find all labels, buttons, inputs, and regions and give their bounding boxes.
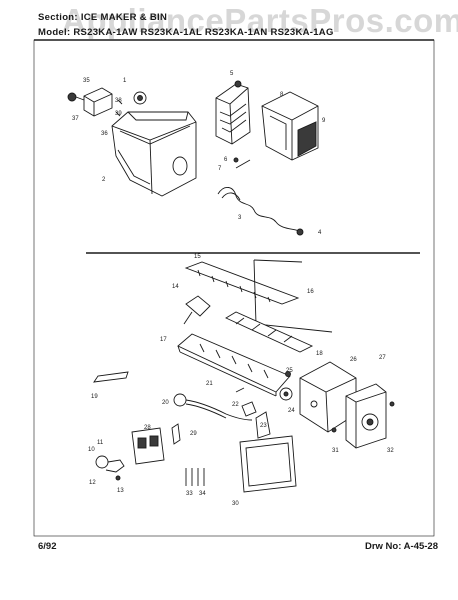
callout-1: 1 xyxy=(123,78,127,84)
callout-22: 22 xyxy=(232,402,239,408)
callout-33: 33 xyxy=(186,491,193,497)
switch-bracket-part xyxy=(131,427,165,465)
callout-38: 38 xyxy=(115,98,122,104)
callout-30: 30 xyxy=(232,501,239,507)
callout-13: 13 xyxy=(117,488,124,494)
callout-32: 32 xyxy=(387,448,394,454)
auger-motor-part xyxy=(67,87,113,117)
callout-19: 19 xyxy=(91,394,98,400)
callout-8: 8 xyxy=(280,92,284,98)
callout-9: 9 xyxy=(322,118,326,124)
callout-39: 39 xyxy=(115,111,122,117)
callout-35: 35 xyxy=(83,78,90,84)
drawing-number: Drw No: A-45-28 xyxy=(364,541,438,552)
housing-cover-part xyxy=(255,411,271,439)
callout-21: 21 xyxy=(206,381,213,387)
callout-17: 17 xyxy=(160,337,167,343)
callout-11: 11 xyxy=(97,440,104,446)
callout-28: 28 xyxy=(144,425,151,431)
section-title: Section: ICE MAKER & BIN xyxy=(38,12,168,23)
shut-off-arm-part xyxy=(183,295,211,325)
ice-chute-door-part xyxy=(261,91,319,161)
callout-23: 23 xyxy=(260,423,267,429)
callout-labels: 1 2 3 4 5 6 7 8 9 10 11 12 13 14 15 16 1… xyxy=(72,71,394,507)
ice-maker-mold-part xyxy=(177,333,291,397)
revision-date: 6/92 xyxy=(38,541,57,552)
callout-16: 16 xyxy=(307,289,314,295)
callout-34: 34 xyxy=(199,491,206,497)
fill-tube-part xyxy=(93,371,129,383)
callout-12: 12 xyxy=(89,480,96,486)
model-list: Model: RS23KA-1AW RS23KA-1AL RS23KA-1AN … xyxy=(38,27,334,38)
callout-26: 26 xyxy=(350,357,357,363)
callout-7: 7 xyxy=(218,166,222,172)
callout-3: 3 xyxy=(238,215,242,221)
mold-screws-part xyxy=(185,468,205,486)
mold-support-part xyxy=(279,371,293,401)
callout-27: 27 xyxy=(379,355,386,361)
drive-gear-part xyxy=(115,91,147,117)
callout-14: 14 xyxy=(172,284,179,290)
thermostat-wire-part xyxy=(173,393,253,421)
bin-cover-bracket-part xyxy=(215,80,251,145)
terminal-connector-part xyxy=(171,423,181,445)
callout-10: 10 xyxy=(88,447,95,453)
callout-4: 4 xyxy=(318,230,322,236)
callout-25: 25 xyxy=(286,368,293,374)
ice-ejector-rake-part xyxy=(184,261,300,305)
watermark: AppliancePartsPros.com xyxy=(62,2,458,39)
callout-29: 29 xyxy=(190,431,197,437)
callout-37: 37 xyxy=(72,116,79,122)
callout-15: 15 xyxy=(194,254,201,260)
ice-bin-part xyxy=(111,111,197,197)
callout-5: 5 xyxy=(230,71,234,77)
callout-6: 6 xyxy=(224,157,228,163)
wire-harness-part xyxy=(217,157,304,236)
water-valve-part xyxy=(95,455,125,481)
callout-18: 18 xyxy=(316,351,323,357)
thermostat-clip-part xyxy=(235,387,257,417)
callout-24: 24 xyxy=(288,408,295,414)
callout-36: 36 xyxy=(101,131,108,137)
timer-motor-module-part xyxy=(331,383,395,449)
callout-20: 20 xyxy=(162,400,169,406)
front-cover-part xyxy=(239,435,297,493)
callout-2: 2 xyxy=(102,177,106,183)
callout-31: 31 xyxy=(332,448,339,454)
mold-heater-part xyxy=(225,311,314,353)
